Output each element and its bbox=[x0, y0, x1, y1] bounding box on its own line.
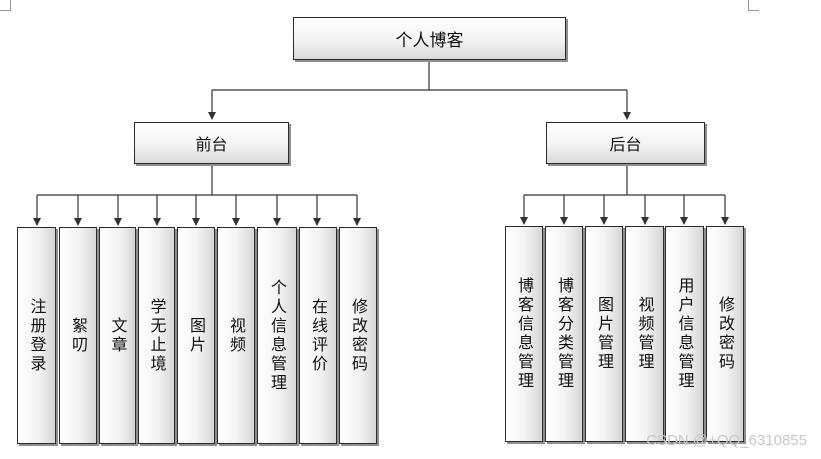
top-right-corner-mark bbox=[748, 0, 759, 11]
back-leaf: 修改密码 bbox=[706, 226, 744, 442]
front-leaf: 注册登录 bbox=[17, 227, 56, 444]
back-connector bbox=[524, 164, 725, 196]
front-node: 前台 bbox=[134, 122, 289, 164]
back-node-label: 后台 bbox=[609, 135, 642, 154]
back-leaf-label: 博客分类管理 bbox=[555, 277, 574, 391]
back-leaf: 用户信息管理 bbox=[665, 226, 704, 442]
back-leaf: 视频管理 bbox=[625, 226, 664, 442]
top-left-corner-mark bbox=[0, 0, 11, 11]
back-leaf: 博客分类管理 bbox=[545, 226, 583, 442]
back-leaf: 博客信息管理 bbox=[505, 226, 543, 442]
front-leaf-label: 在线评价 bbox=[309, 297, 328, 374]
back-leaf-label: 用户信息管理 bbox=[675, 277, 695, 391]
front-leaf: 视频 bbox=[217, 227, 255, 444]
front-connector bbox=[37, 164, 357, 196]
front-leaf-label: 个人信息管理 bbox=[268, 278, 287, 393]
front-node-label: 前台 bbox=[195, 135, 228, 154]
front-leaf-label: 絮叨 bbox=[69, 316, 88, 355]
back-leaf-label: 博客信息管理 bbox=[515, 277, 534, 391]
back-leaf-label: 图片管理 bbox=[595, 296, 614, 372]
back-leaf-label: 修改密码 bbox=[716, 296, 735, 372]
front-leaf: 在线评价 bbox=[299, 227, 337, 444]
root-node: 个人博客 bbox=[293, 17, 566, 60]
front-leaf-label: 视频 bbox=[227, 316, 246, 355]
front-leaf: 修改密码 bbox=[339, 227, 377, 444]
front-leaf: 图片 bbox=[177, 227, 215, 444]
front-leaf-label: 图片 bbox=[187, 316, 206, 355]
back-leaf-label: 视频管理 bbox=[635, 296, 655, 372]
front-leaf: 个人信息管理 bbox=[257, 227, 297, 444]
front-leaf-label: 学无止境 bbox=[147, 297, 167, 374]
watermark: CSDN @+QQ_6310855 bbox=[646, 432, 807, 449]
root-node-label: 个人博客 bbox=[395, 31, 464, 51]
front-leaf: 学无止境 bbox=[138, 227, 175, 444]
root-connector bbox=[212, 60, 627, 91]
back-leaf: 图片管理 bbox=[585, 226, 623, 442]
front-leaf-label: 修改密码 bbox=[349, 297, 368, 374]
back-node: 后台 bbox=[546, 122, 705, 164]
front-leaf: 文章 bbox=[99, 227, 136, 444]
front-leaf-label: 注册登录 bbox=[27, 297, 47, 374]
front-leaf: 絮叨 bbox=[59, 227, 97, 444]
front-leaf-label: 文章 bbox=[108, 316, 128, 355]
